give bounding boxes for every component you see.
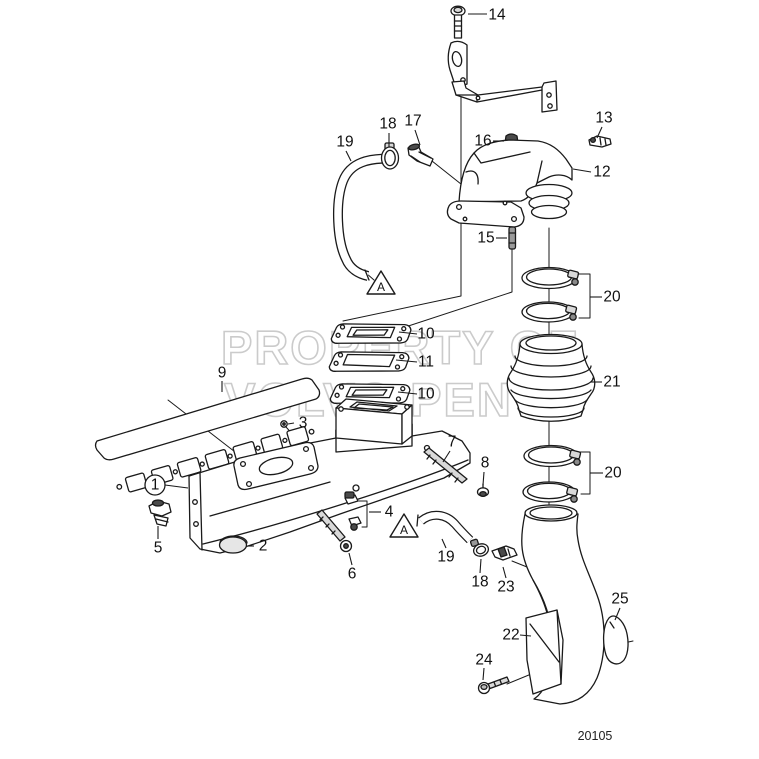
callout-label-20: 20 (604, 465, 622, 482)
part-14-bolt (450, 5, 466, 39)
part-4-fittings (344, 491, 368, 531)
callout-leader (398, 331, 418, 335)
warning-triangles: AA (366, 270, 419, 538)
callout-label-22: 22 (502, 627, 519, 644)
callout-label-21: 21 (603, 374, 620, 391)
callout-label-16: 16 (474, 133, 491, 150)
callout-label-7: 7 (448, 434, 457, 451)
callout-label-10: 10 (417, 326, 435, 343)
callout-label-8: 8 (481, 455, 490, 472)
part-5-fitting (148, 499, 172, 527)
callout-label-18: 18 (379, 116, 396, 133)
part-10-spacer-lower (329, 383, 411, 404)
part-19-hose-upper (333, 152, 397, 281)
part-7-stud (423, 447, 468, 484)
part-22-exhaust-pipe (521, 504, 605, 705)
callout-label-9: 9 (218, 365, 227, 382)
part-10-spacer-upper (330, 323, 412, 344)
part-23-fitting (491, 545, 518, 561)
callout-leader (345, 150, 352, 162)
callout-label-1: 1 (151, 477, 160, 494)
part-20-clamps-upper (521, 266, 601, 323)
part-21-bellows (506, 333, 596, 422)
callout-leader (414, 129, 421, 146)
callout-label-25: 25 (611, 591, 628, 608)
callout-label-23: 23 (497, 579, 514, 596)
callout-label-10: 10 (417, 386, 435, 403)
callout-leader (519, 634, 532, 637)
part-8-nut (476, 483, 490, 498)
callout-leader (348, 552, 353, 566)
part-25-flap (602, 615, 629, 665)
callout-leader (395, 359, 418, 363)
callout-label-4: 4 (385, 504, 394, 521)
callout-leader (397, 391, 418, 395)
callout-leader (482, 667, 485, 681)
part-9-gasket (94, 377, 321, 493)
callout-label-5: 5 (154, 540, 163, 557)
callout-label-20: 20 (603, 289, 621, 306)
callout-label-11: 11 (418, 354, 434, 371)
callout-label-14: 14 (488, 7, 506, 24)
callout-label-6: 6 (348, 566, 357, 583)
part-3-screw (280, 420, 288, 428)
drawing-number: 20105 (578, 729, 613, 743)
warning-triangle-icon (366, 270, 396, 295)
callout-label-2: 2 (259, 538, 268, 555)
callout-label-12: 12 (593, 164, 610, 181)
part-24-bolt (477, 676, 510, 695)
part-6-bolt (316, 509, 353, 553)
callout-leader (164, 484, 189, 489)
callout-leader (482, 471, 485, 486)
callout-leader (442, 450, 451, 463)
callout-leader (287, 422, 295, 425)
callout-circle (144, 474, 166, 496)
part-bracket (447, 40, 558, 113)
callout-label-3: 3 (299, 415, 308, 432)
part-17-fitting (407, 143, 434, 167)
part-manifold-riser (335, 398, 413, 445)
part-1-manifold (188, 423, 471, 554)
callout-leader (596, 126, 603, 139)
callout-label-18: 18 (471, 574, 488, 591)
callout-label-17: 17 (404, 113, 421, 130)
callout-label-15: 15 (477, 230, 494, 247)
warning-triangle-letter: A (377, 280, 385, 294)
callout-label-19: 19 (437, 549, 454, 566)
part-20-clamps-lower (522, 444, 602, 503)
callout-label-24: 24 (475, 652, 493, 669)
part-13-fitting (588, 135, 612, 148)
part-11-gasket-middle (328, 351, 410, 372)
part-12-exhaust-elbow (446, 139, 573, 228)
part-18-clamp-lower (469, 538, 490, 557)
part-18-clamp-upper (380, 142, 400, 170)
callout-leader (614, 607, 621, 621)
part-2-plug (218, 535, 248, 554)
callout-label-19: 19 (336, 134, 353, 151)
part-19-hose-lower (416, 510, 474, 544)
callout-leader (572, 168, 592, 173)
callout-leader (479, 558, 482, 574)
warning-triangle-letter: A (400, 523, 408, 537)
part-15-stud (508, 226, 517, 250)
callout-leader (441, 538, 447, 549)
callout-label-13: 13 (595, 110, 612, 127)
callout-leader (502, 566, 507, 579)
warning-triangle-icon (389, 513, 419, 538)
